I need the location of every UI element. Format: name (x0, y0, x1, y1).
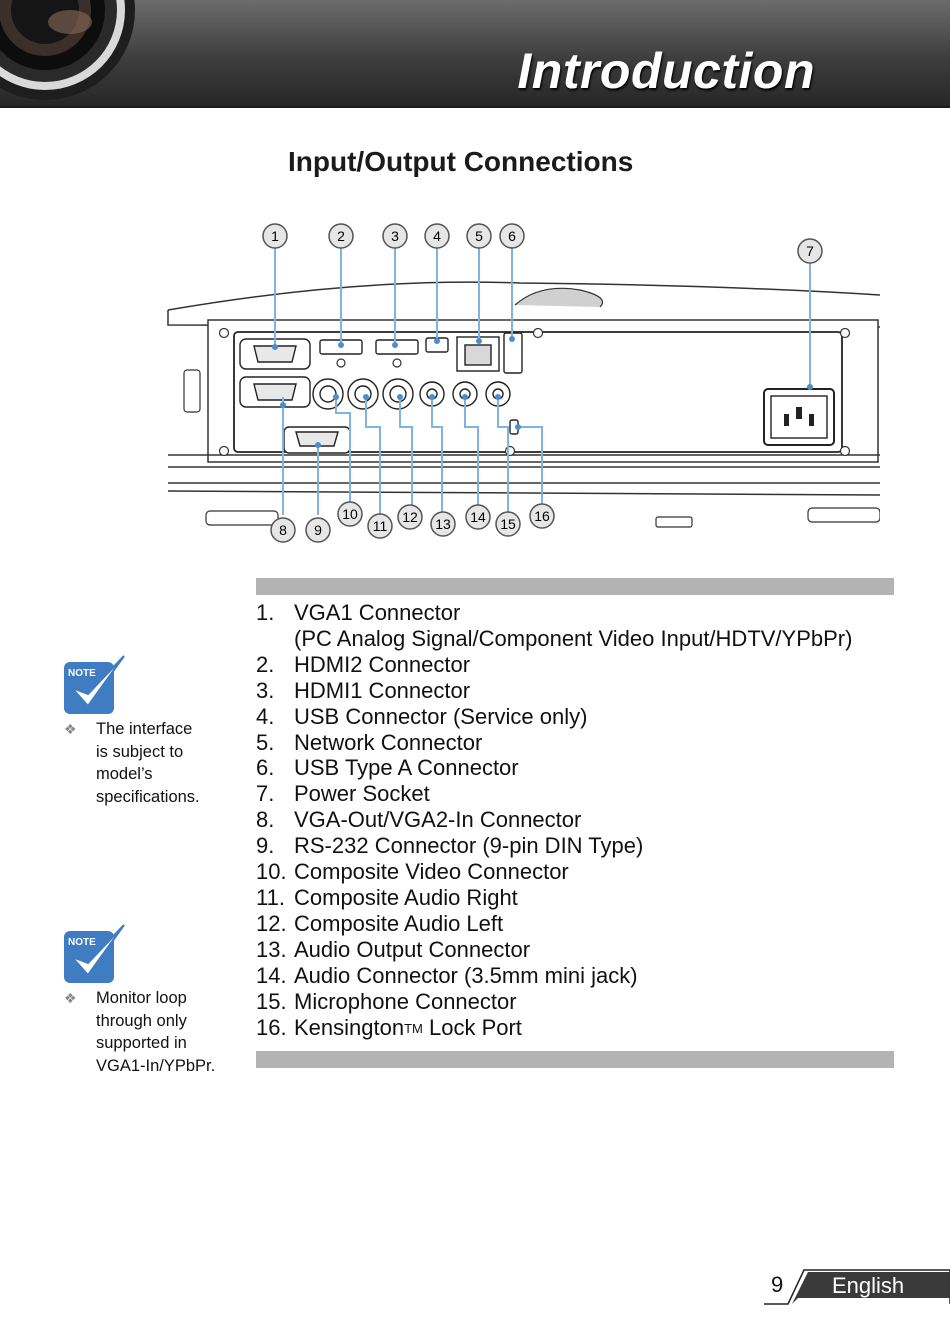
svg-text:4: 4 (433, 228, 441, 244)
svg-text:13: 13 (435, 516, 451, 532)
list-item: 7.Power Socket (256, 781, 430, 807)
list-item: 1.VGA1 Connector (256, 600, 461, 625)
callout-14: 14 (465, 504, 491, 530)
svg-text:1: 1 (271, 228, 279, 244)
header-banner: Introduction (0, 0, 950, 108)
callout-8: 8 (270, 517, 296, 543)
list-top-rule (256, 578, 894, 595)
callout-13: 13 (430, 511, 456, 537)
callout-1: 1 (262, 223, 288, 249)
connector-list: 1.VGA1 Connector (PC Analog Signal/Compo… (256, 600, 906, 1040)
callout-2: 2 (328, 223, 354, 249)
svg-text:12: 12 (402, 509, 418, 525)
note-check-icon: NOTE (64, 924, 125, 983)
callout-9: 9 (305, 517, 331, 543)
list-bottom-rule (256, 1051, 894, 1068)
svg-text:10: 10 (342, 506, 358, 522)
section-title: Input/Output Connections (288, 146, 634, 177)
list-item: 5.Network Connector (256, 729, 483, 755)
callout-15: 15 (495, 511, 521, 537)
bullet-icon: ❖ (64, 990, 77, 1006)
list-item: 6.USB Type A Connector (256, 755, 519, 781)
svg-text:16: 16 (534, 508, 550, 524)
list-item: 8.VGA-Out/VGA2-In Connector (256, 807, 582, 833)
page-number: 9 (771, 1272, 784, 1297)
list-item: 4.USB Connector (Service only) (256, 703, 588, 729)
svg-text:NOTE: NOTE (68, 668, 96, 679)
svg-text:6: 6 (508, 228, 516, 244)
list-item: 14.Audio Connector (3.5mm mini jack) (256, 962, 638, 988)
svg-text:5: 5 (475, 228, 483, 244)
svg-text:15: 15 (500, 516, 516, 532)
footer-tab (764, 1269, 950, 1305)
language-label: English (832, 1273, 905, 1298)
svg-text:2: 2 (337, 228, 345, 244)
svg-text:9: 9 (314, 522, 322, 538)
list-item: 11.Composite Audio Right (256, 884, 518, 910)
list-item: 10.Composite Video Connector (256, 859, 569, 885)
svg-text:3: 3 (391, 228, 399, 244)
bullet-icon: ❖ (64, 721, 77, 737)
list-item: 16.KensingtonTM Lock Port (256, 1014, 522, 1040)
svg-text:14: 14 (470, 509, 486, 525)
projector-rear-diagram: 1 2 3 4 5 6 7 8 9 10 11 12 13 14 15 16 (167, 223, 880, 543)
callout-7: 7 (797, 238, 823, 264)
list-item: 2.HDMI2 Connector (256, 651, 471, 677)
callout-10: 10 (337, 501, 363, 527)
callout-4: 4 (424, 223, 450, 249)
list-item: 9.RS-232 Connector (9-pin DIN Type) (256, 833, 644, 859)
callout-3: 3 (382, 223, 408, 249)
chapter-title: Introduction (517, 43, 815, 99)
list-item: 3.HDMI1 Connector (256, 677, 471, 703)
svg-text:11: 11 (373, 518, 388, 534)
list-item: 13.Audio Output Connector (256, 936, 531, 962)
svg-text:8: 8 (279, 522, 287, 538)
callout-16: 16 (529, 503, 555, 529)
trademark-mark: TM (404, 1020, 423, 1036)
lens-graphic (0, 0, 135, 100)
list-item: 12.Composite Audio Left (256, 910, 504, 936)
svg-text:NOTE: NOTE (68, 937, 96, 948)
list-item-subtext: (PC Analog Signal/Component Video Input/… (294, 625, 853, 651)
callout-11: 11 (367, 513, 393, 539)
note-check-icon: NOTE (64, 655, 125, 714)
callout-12: 12 (397, 504, 423, 530)
list-item: 15.Microphone Connector (256, 988, 517, 1014)
callout-6: 6 (499, 223, 525, 249)
callout-5: 5 (466, 223, 492, 249)
header-rule (0, 106, 950, 108)
svg-text:7: 7 (806, 243, 814, 259)
